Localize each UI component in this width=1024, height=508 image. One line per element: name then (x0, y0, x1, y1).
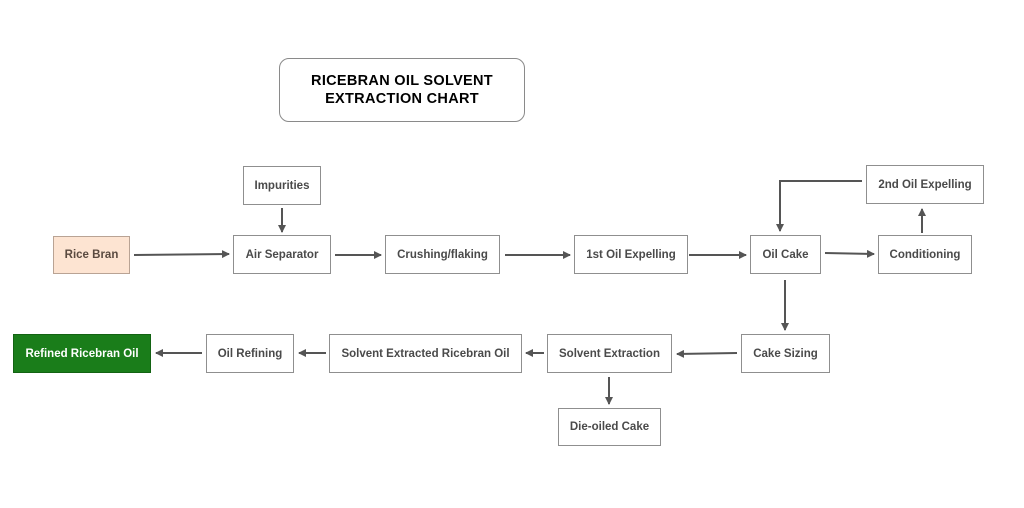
node-conditioning: Conditioning (878, 235, 972, 274)
node-impurities: Impurities (243, 166, 321, 205)
node-oil-refining: Oil Refining (206, 334, 294, 373)
node-first-oil-expelling: 1st Oil Expelling (574, 235, 688, 274)
arrow-cake-sizing-to-solvent-extraction (676, 349, 738, 358)
chart-title-line-2: EXTRACTION CHART (325, 91, 479, 107)
node-solvent-extracted-ricebran-oil: Solvent Extracted Ricebran Oil (329, 334, 522, 373)
arrow-oil-cake-to-conditioning (824, 249, 875, 258)
chart-title-box: RICEBRAN OIL SOLVENT EXTRACTION CHART (279, 58, 525, 122)
node-rice-bran: Rice Bran (53, 236, 130, 274)
node-air-separator: Air Separator (233, 235, 331, 274)
node-die-oiled-cake: Die-oiled Cake (558, 408, 661, 446)
arrow-rice-bran-to-air-separator (133, 250, 230, 259)
node-solvent-extraction: Solvent Extraction (547, 334, 672, 373)
node-oil-cake: Oil Cake (750, 235, 821, 274)
node-refined-ricebran-oil: Refined Ricebran Oil (13, 334, 151, 373)
node-crushing-flaking: Crushing/flaking (385, 235, 500, 274)
chart-title-line-1: RICEBRAN OIL SOLVENT (311, 73, 493, 89)
node-second-oil-expelling: 2nd Oil Expelling (866, 165, 984, 204)
chart-title: RICEBRAN OIL SOLVENT EXTRACTION CHART (302, 72, 502, 108)
node-cake-sizing: Cake Sizing (741, 334, 830, 373)
arrow-second-expelling-to-oil-cake (776, 180, 862, 232)
